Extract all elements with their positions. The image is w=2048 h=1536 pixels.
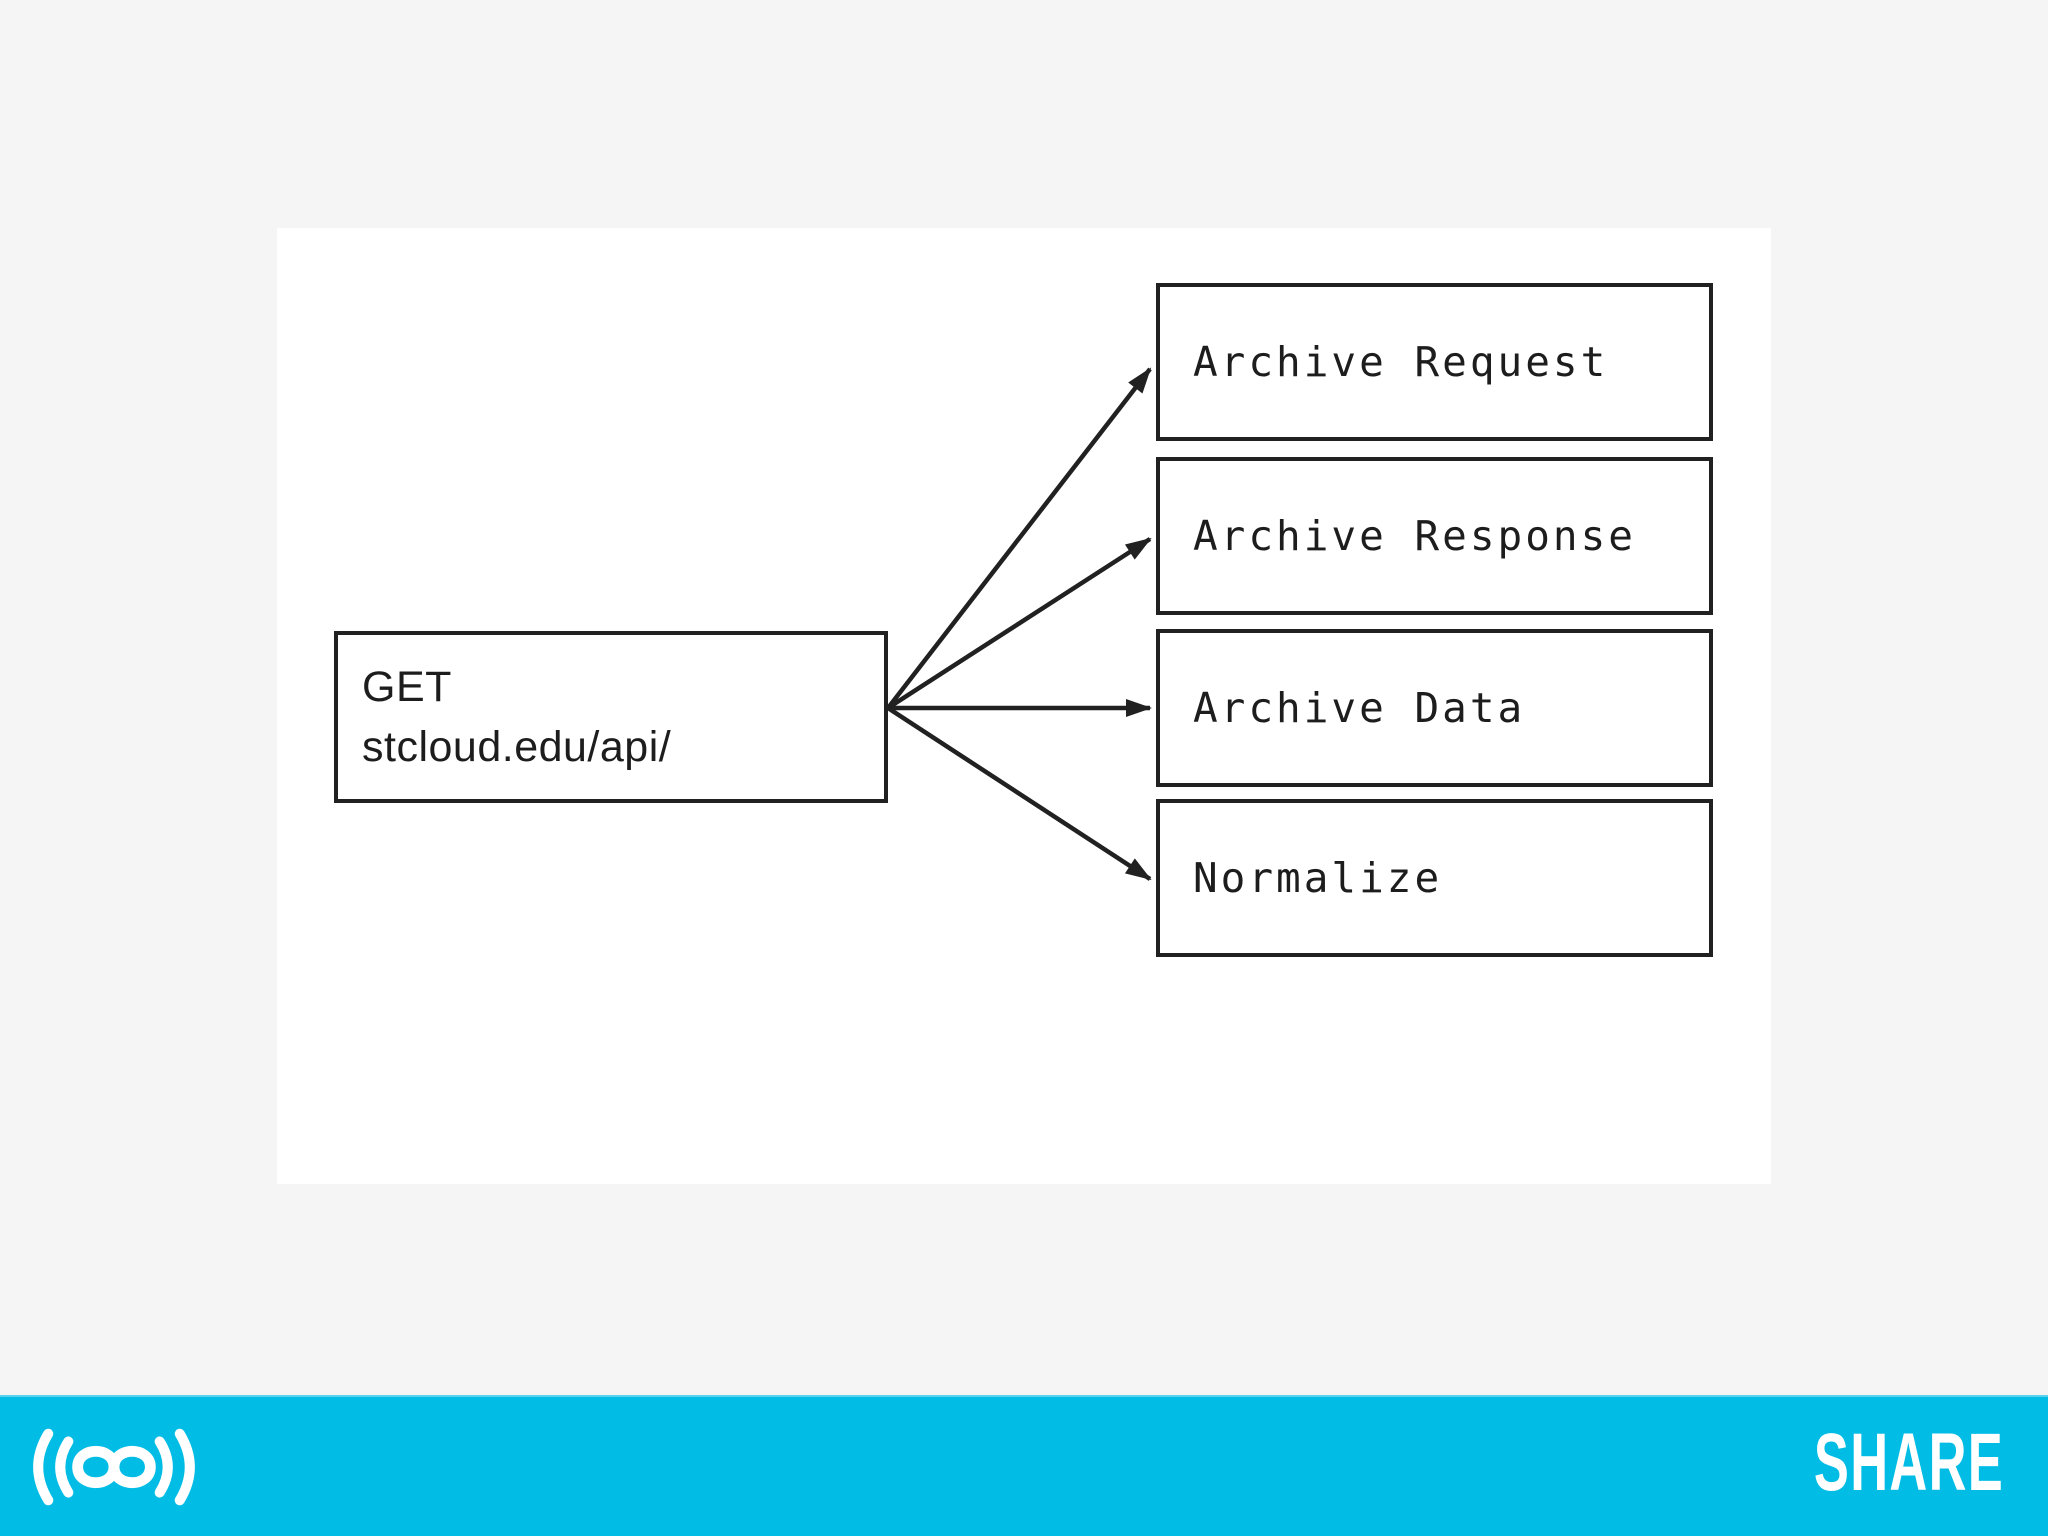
- http-method-label: GET: [362, 663, 452, 711]
- share-soundwave-infinity-icon: [33, 1428, 195, 1506]
- archive-request-label: Archive Request: [1193, 338, 1609, 386]
- arrow-to-archive-request: [886, 367, 1152, 710]
- archive-response-box: Archive Response: [1156, 457, 1713, 615]
- share-wordmark: SHARE: [1813, 1416, 2004, 1508]
- arrow-to-normalize: [886, 706, 1152, 881]
- brand-footer-bar: SHARE: [0, 1395, 2048, 1536]
- archive-response-label: Archive Response: [1193, 512, 1636, 560]
- api-url-label: stcloud.edu/api/: [362, 723, 672, 771]
- get-api-source-box: GET stcloud.edu/api/: [334, 631, 888, 803]
- normalize-box: Normalize: [1156, 799, 1713, 957]
- archive-request-box: Archive Request: [1156, 283, 1713, 441]
- arrow-to-archive-response: [886, 537, 1152, 710]
- archive-data-box: Archive Data: [1156, 629, 1713, 787]
- archive-data-label: Archive Data: [1193, 684, 1526, 732]
- normalize-label: Normalize: [1193, 854, 1443, 902]
- slide-canvas: GET stcloud.edu/api/ Archive Request Arc…: [277, 228, 1771, 1184]
